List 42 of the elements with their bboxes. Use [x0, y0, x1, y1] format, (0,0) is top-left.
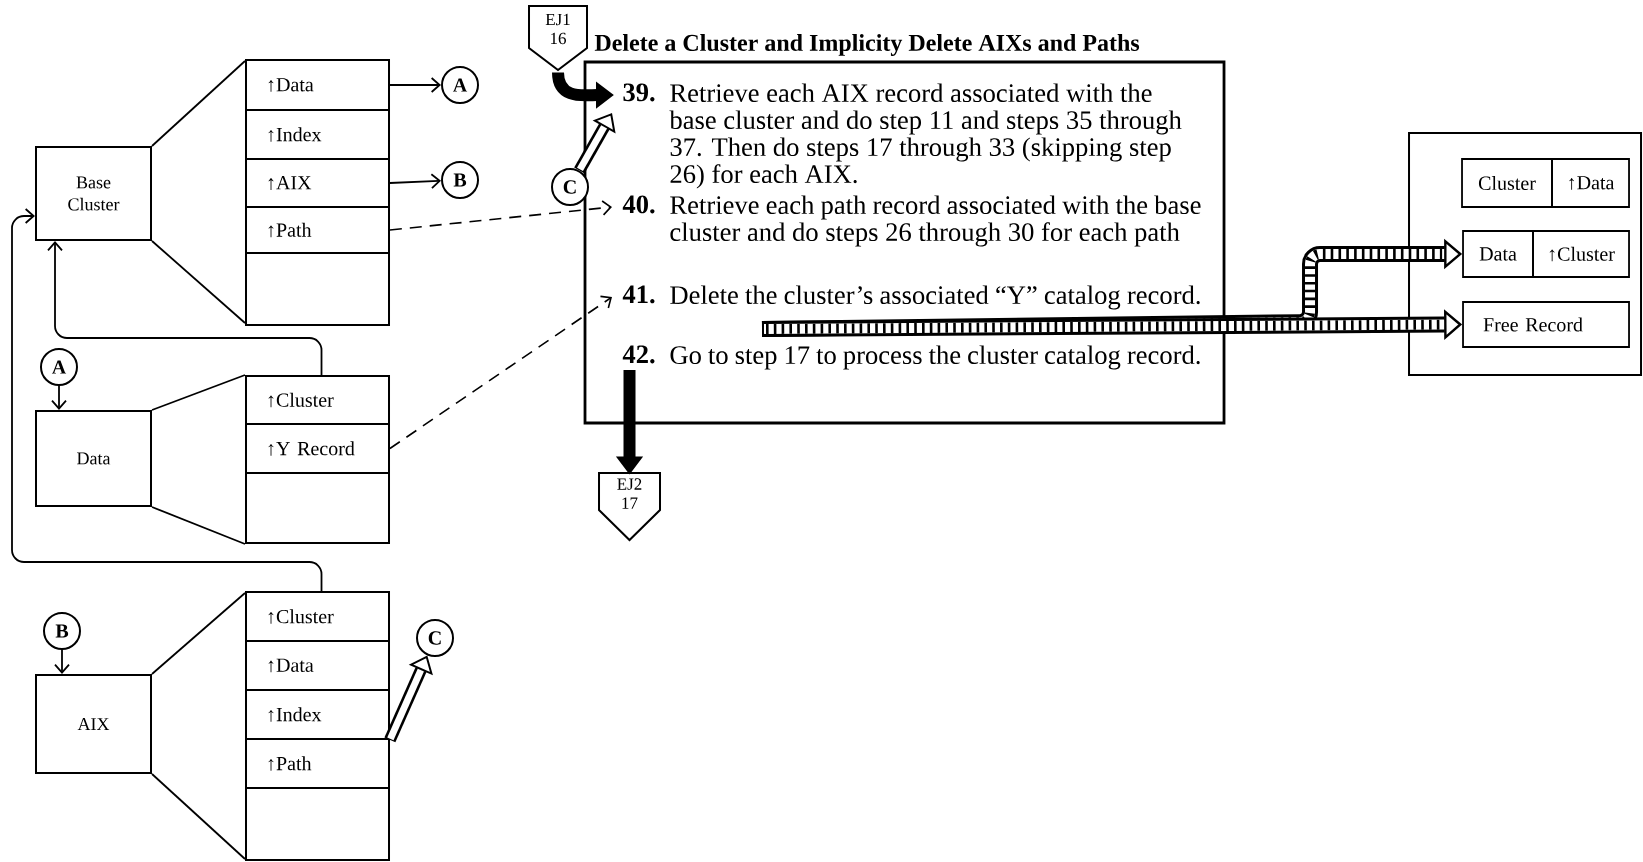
field-cell: Free Record — [1462, 301, 1630, 348]
step-text: 39. Retrieve each AIX record associated with the base cluster and do step 11 and steps 35 through 37. Then do steps 17 through 33 (skipping step 26) for each AIX. — [623, 83, 1182, 189]
pointer-field: ↑Path — [245, 206, 390, 254]
taper-line — [151, 592, 246, 675]
step-text: 42. Go to step 17 to process the cluster catalog record. — [622, 345, 1200, 370]
record-box: Base Cluster — [35, 146, 152, 241]
arrow — [11, 208, 323, 592]
hollow-arrow — [574, 113, 616, 174]
heading: Delete a Cluster and Implicity Delete AIXs and Paths — [594, 34, 1140, 56]
arrow — [51, 385, 67, 410]
pointer-field: ↑Path — [245, 738, 390, 789]
taper-line — [151, 773, 246, 860]
pointer-field: ↑Data — [245, 59, 390, 111]
arrow — [47, 241, 323, 376]
pointer-field: ↑Data — [245, 640, 390, 691]
hollow-arrow — [384, 655, 433, 743]
pointer-field: ↑Y Record — [245, 423, 390, 474]
offpage-connector: EJ1 16 — [528, 5, 588, 72]
pointer-field: ↑Index — [245, 689, 390, 740]
record-box: AIX — [35, 674, 152, 774]
arrow — [389, 200, 612, 231]
taper-line — [151, 506, 246, 545]
record-panel — [1408, 132, 1642, 376]
field-cell: ↑Data — [1551, 158, 1630, 208]
arrow — [54, 649, 70, 674]
pointer-field: ↑Cluster — [245, 375, 390, 425]
pointer-field: ↑Cluster — [245, 591, 390, 642]
record-box: Data — [35, 410, 152, 507]
offpage-connector: EJ2 17 — [598, 472, 661, 542]
step-text: 40. Retrieve each path record associated with the base cluster and do steps 26 through 30 for each path — [622, 195, 1201, 247]
field-cell: Data — [1462, 230, 1534, 278]
arrow — [389, 295, 612, 450]
field-cell: Cluster — [1461, 158, 1553, 208]
taper-line — [151, 240, 246, 324]
pointer-field: ↑AIX — [245, 158, 390, 208]
taper-line — [151, 374, 246, 411]
arrow — [389, 173, 442, 190]
field-cell: ↑Cluster — [1532, 230, 1630, 278]
arrow — [389, 77, 441, 93]
pointer-field: ↑Index — [245, 109, 390, 160]
step-text: 41. Delete the cluster’s associated “Y” catalog record. — [622, 285, 1200, 310]
taper-line — [151, 60, 246, 147]
